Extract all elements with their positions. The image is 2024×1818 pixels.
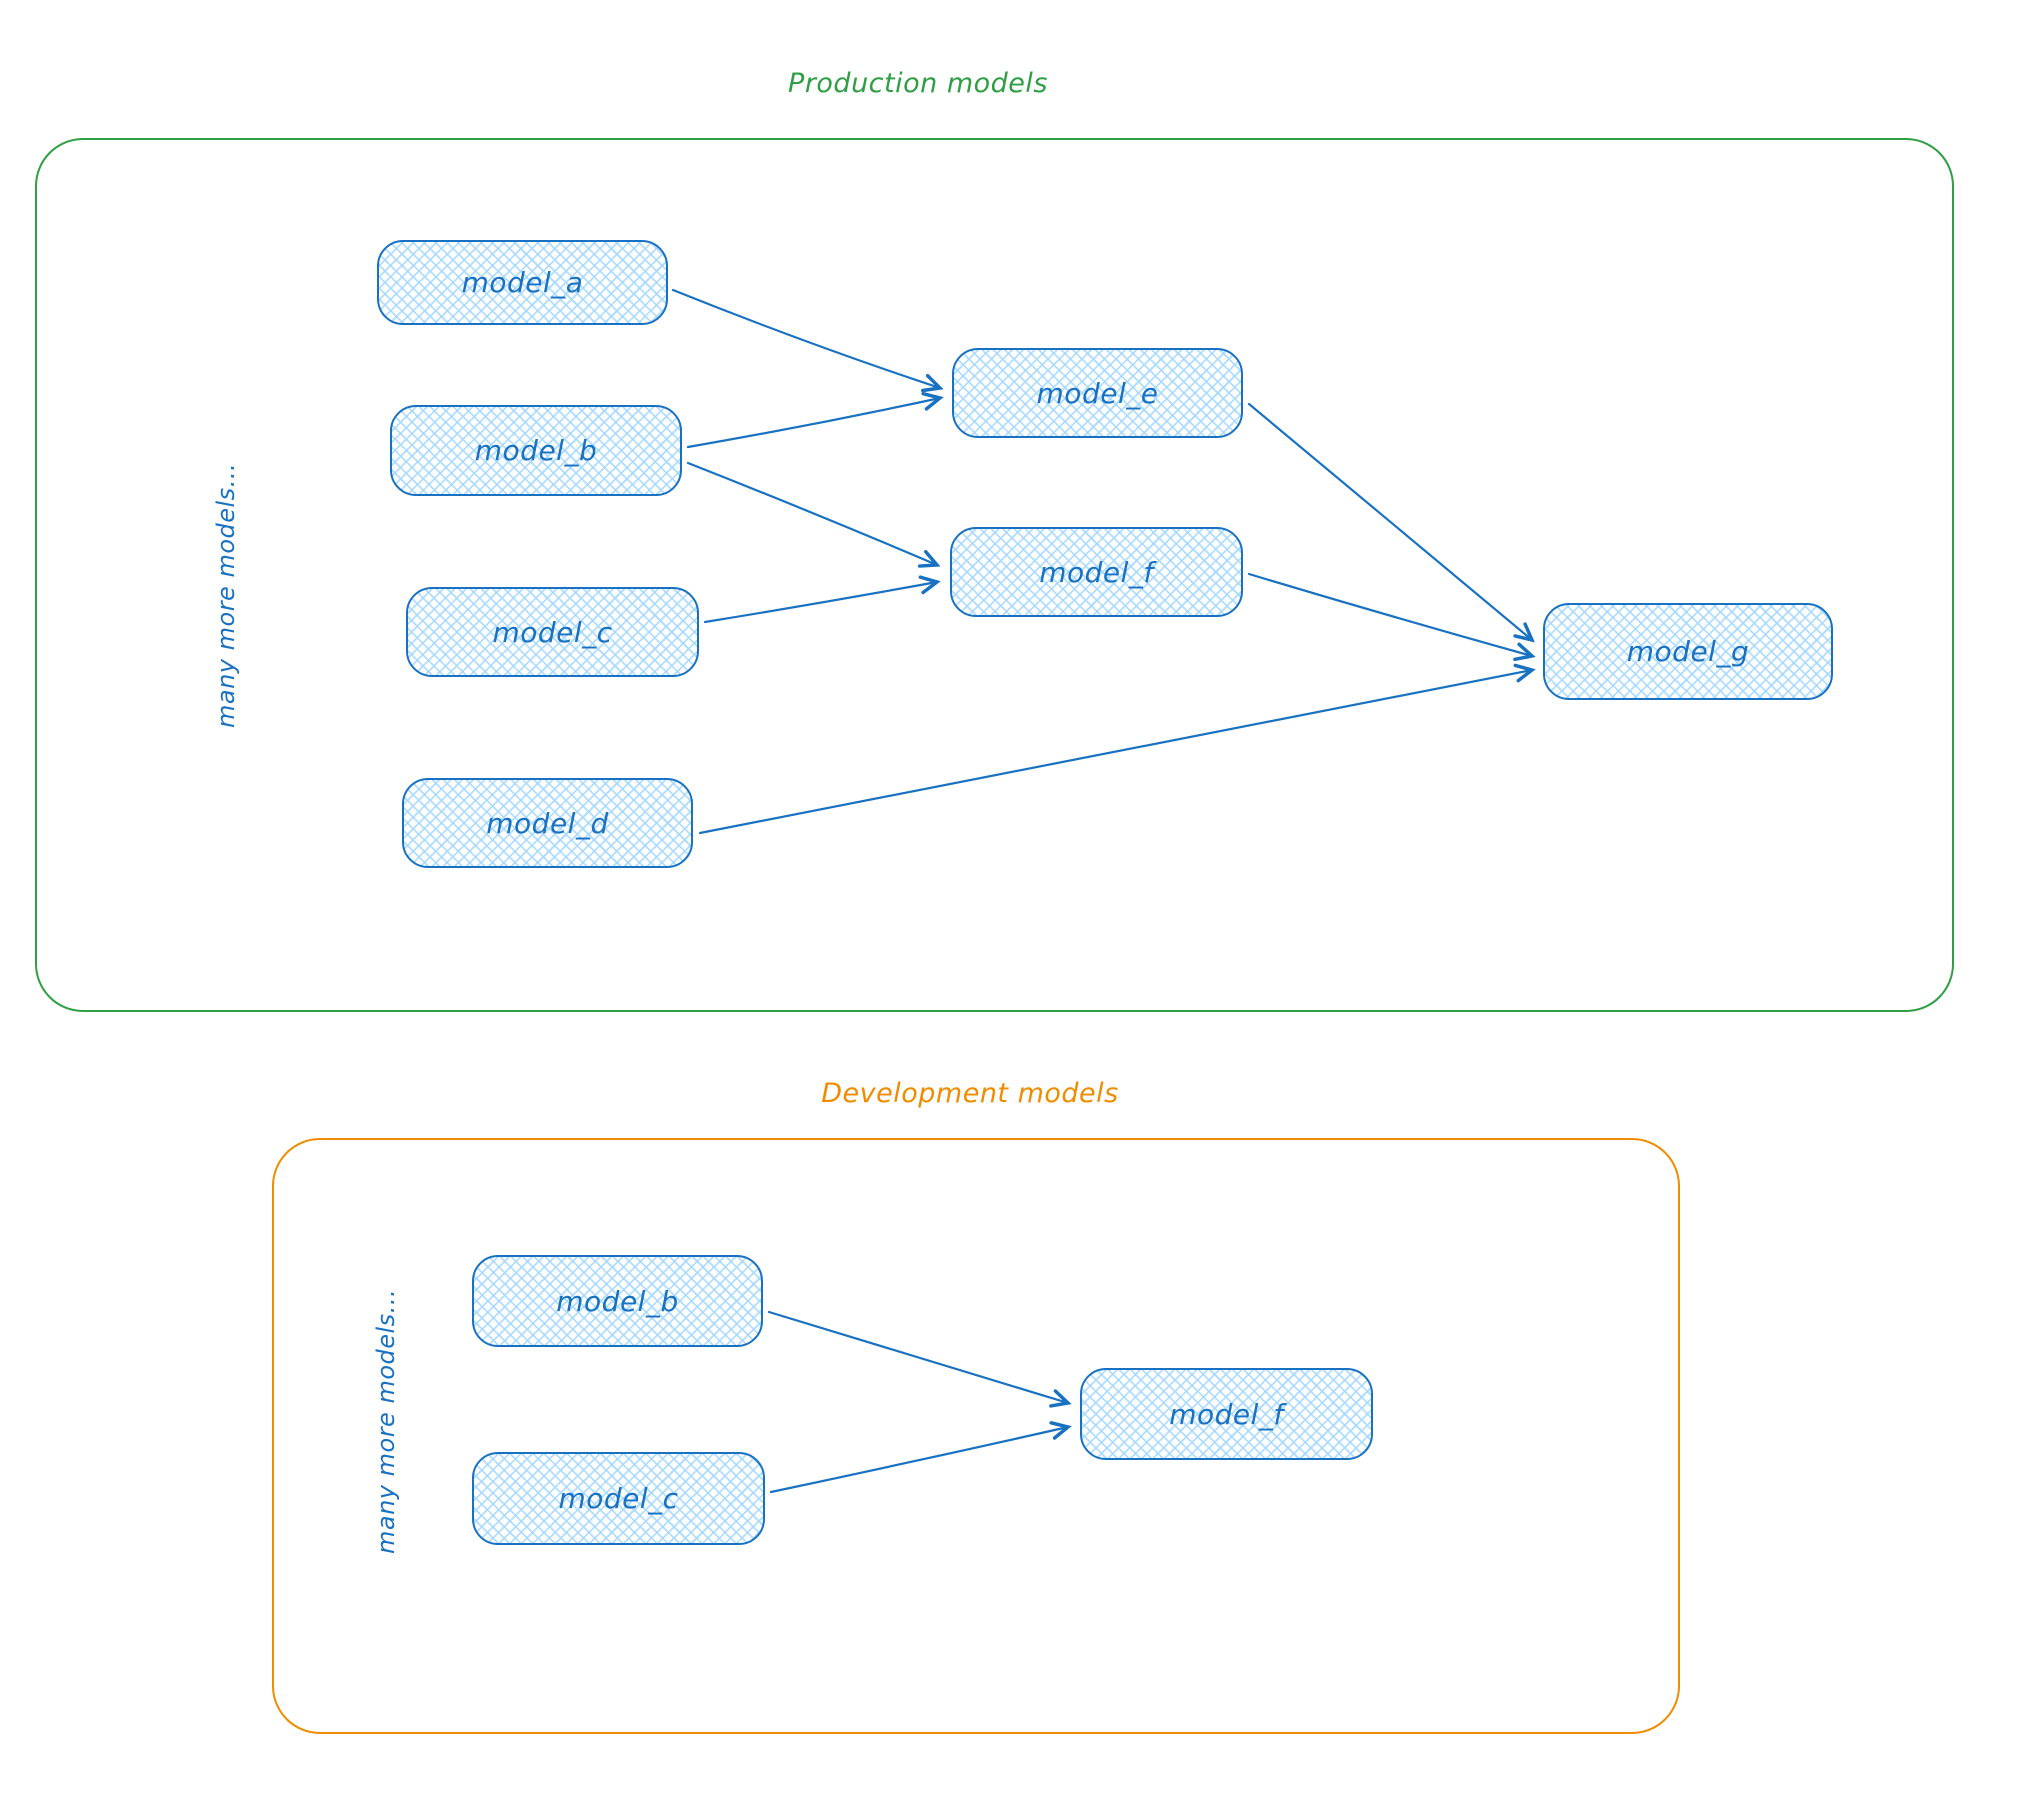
node-label: model_f (1169, 1397, 1284, 1431)
dev-node-model-b: model_b (472, 1255, 763, 1347)
node-label: model_d (486, 806, 609, 840)
node-label: model_c (492, 615, 613, 649)
prod-node-model-d: model_d (402, 778, 693, 868)
node-label: model_a (461, 266, 584, 299)
prod-node-model-g: model_g (1543, 603, 1833, 700)
node-label: model_b (556, 1284, 679, 1318)
production-title: Production models (788, 68, 1048, 99)
development-container (272, 1138, 1680, 1734)
node-label: model_c (558, 1482, 679, 1515)
production-container (35, 138, 1954, 1012)
prod-node-model-f: model_f (950, 527, 1243, 617)
development-side-note: many more models... (372, 1288, 400, 1554)
prod-node-model-e: model_e (952, 348, 1243, 438)
production-side-note: many more models... (212, 462, 240, 728)
node-label: model_g (1626, 635, 1750, 668)
node-label: model_f (1039, 555, 1154, 589)
prod-node-model-b: model_b (390, 405, 682, 496)
prod-node-model-c: model_c (406, 587, 699, 677)
dev-node-model-c: model_c (472, 1452, 765, 1545)
node-label: model_e (1036, 376, 1159, 410)
node-label: model_b (474, 434, 598, 467)
prod-node-model-a: model_a (377, 240, 668, 325)
dev-node-model-f: model_f (1080, 1368, 1373, 1460)
development-title: Development models (821, 1078, 1119, 1109)
